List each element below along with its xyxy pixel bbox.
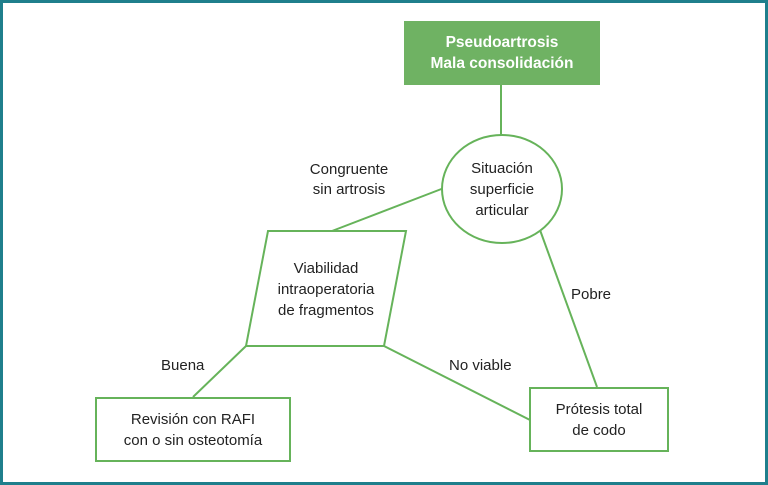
edge-situacion-to-protesis [539, 229, 598, 388]
root-node-line2: Mala consolidación [430, 55, 574, 72]
edge-label-congruente-line1: Congruente [309, 161, 389, 178]
situacion-node-line3: articular [475, 201, 529, 219]
edge-situacion-to-viabilidad [331, 187, 445, 232]
protesis-node-box: Prótesis total de codo [529, 387, 669, 452]
situacion-node-ellipse: Situación superficie articular [441, 134, 563, 244]
protesis-node-line1: Prótesis total [555, 400, 643, 418]
edge-label-no-viable: No viable [449, 357, 512, 374]
root-node-line1: Pseudoartrosis [445, 34, 559, 51]
edge-viabilidad-to-protesis [383, 345, 531, 421]
viabilidad-node-line2: intraoperatoria [277, 280, 375, 298]
revision-node-line1: Revisión con RAFI [130, 410, 256, 428]
protesis-node-line2: de codo [572, 421, 626, 439]
viabilidad-node-line3: de fragmentos [278, 301, 374, 319]
revision-node-box: Revisión con RAFI con o sin osteotomía [95, 397, 291, 462]
edge-label-pobre: Pobre [571, 286, 612, 303]
situacion-node-line1: Situación [471, 159, 533, 177]
edge-viabilidad-to-revision [192, 345, 247, 398]
viabilidad-parallelogram-shape [244, 230, 408, 347]
revision-node-line2: con o sin osteotomía [123, 431, 263, 449]
edge-label-congruente: Congruente sin artrosis [290, 160, 408, 200]
edge-label-congruente-line2: sin artrosis [312, 181, 386, 198]
viabilidad-node-text: Viabilidad intraoperatoria de fragmentos [256, 253, 396, 325]
situacion-node-line2: superficie [469, 180, 535, 198]
viabilidad-node-line1: Viabilidad [293, 259, 359, 277]
root-node-pseudoartrosis: Pseudoartrosis Mala consolidación [404, 21, 600, 85]
edge-label-buena: Buena [161, 357, 205, 374]
